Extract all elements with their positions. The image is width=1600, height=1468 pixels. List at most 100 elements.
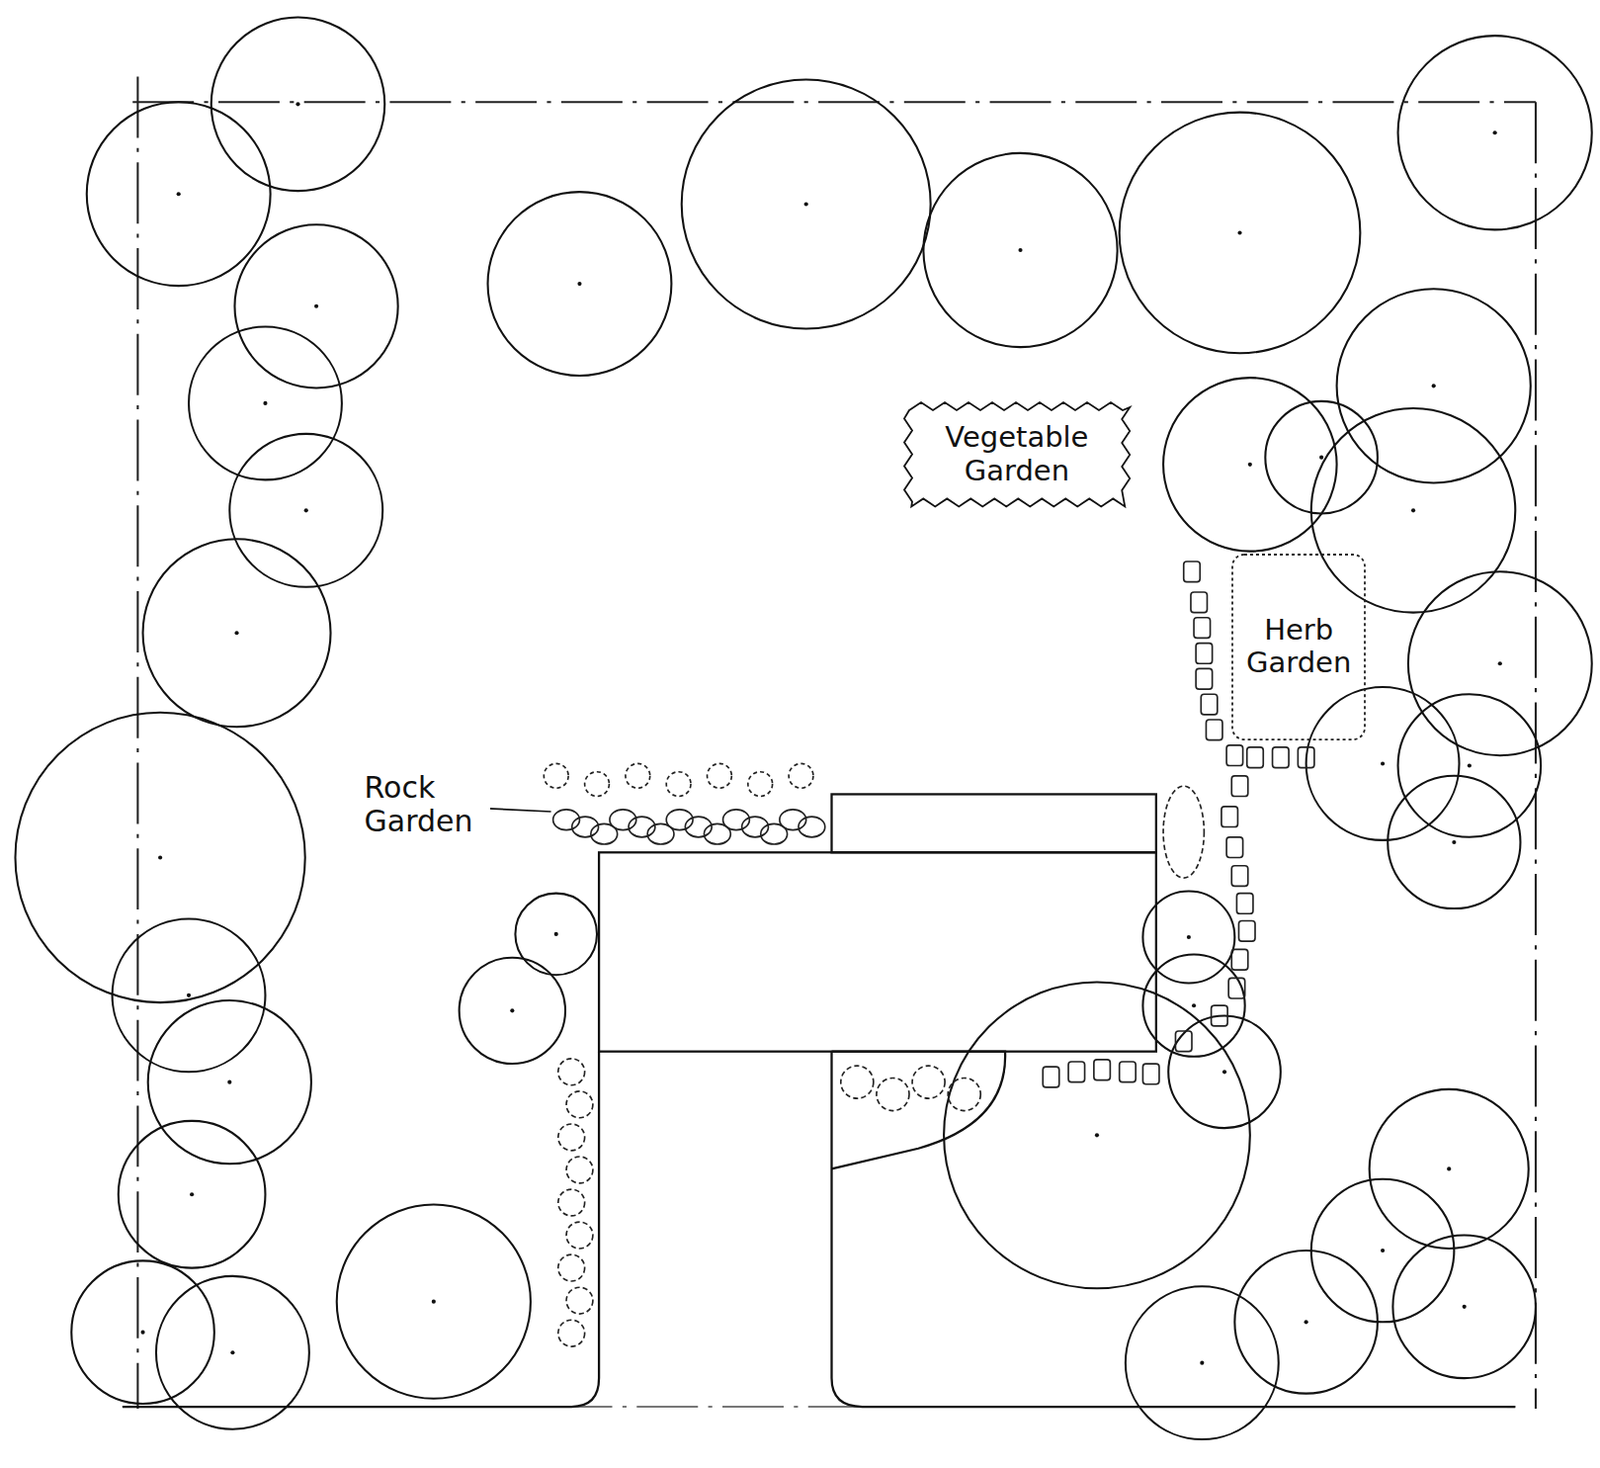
stepping-stone xyxy=(1142,1063,1160,1085)
tree-canopies xyxy=(14,17,1592,1440)
tree-canopy xyxy=(112,918,266,1072)
tree-trunk xyxy=(1431,383,1436,388)
stepping-stone xyxy=(1272,747,1290,768)
tree-canopy xyxy=(71,1260,215,1404)
tree-trunk xyxy=(1248,462,1253,467)
stepping-stone xyxy=(1226,745,1244,766)
tree-trunk xyxy=(1237,230,1242,235)
tree-trunk xyxy=(314,304,319,309)
shrub xyxy=(666,771,691,797)
shrub xyxy=(788,762,814,788)
shrub xyxy=(707,762,733,788)
tree-trunk xyxy=(262,401,267,406)
tree-canopy xyxy=(86,101,271,286)
tree-trunk xyxy=(1467,762,1472,767)
shrub xyxy=(748,771,773,797)
tree-trunk xyxy=(140,1330,145,1335)
shrub xyxy=(558,1254,586,1281)
tree-canopy xyxy=(229,433,383,588)
tree-trunk xyxy=(1222,1069,1227,1074)
tree-trunk xyxy=(1498,661,1503,666)
stepping-stone xyxy=(1195,643,1213,665)
tree-canopy xyxy=(514,893,597,976)
tree-trunk xyxy=(554,931,559,936)
tree-canopy xyxy=(1168,1015,1281,1129)
tree-canopy xyxy=(1337,288,1531,483)
tree-canopy xyxy=(234,224,398,388)
herb-garden-bed: Herb Garden xyxy=(1229,551,1368,743)
shrub xyxy=(912,1065,945,1098)
tree-trunk xyxy=(1191,1003,1196,1008)
property-line xyxy=(122,76,1536,1409)
tree-trunk xyxy=(230,1349,235,1354)
tree-trunk xyxy=(509,1008,514,1012)
tree-canopy xyxy=(14,712,305,1003)
stepping-stone xyxy=(1042,1066,1060,1088)
stepping-stone xyxy=(1094,1059,1111,1081)
tree-canopy xyxy=(1234,1250,1378,1394)
tree-trunk xyxy=(1017,248,1022,253)
bed-edge xyxy=(1232,554,1365,740)
shrub xyxy=(558,1188,586,1216)
shrub xyxy=(558,1123,586,1151)
tree-trunk xyxy=(1380,1248,1385,1253)
shrub xyxy=(566,1221,593,1249)
tree-canopy xyxy=(459,957,566,1064)
tree-trunk xyxy=(577,281,582,286)
tree-canopy xyxy=(1119,112,1361,354)
stepping-stone xyxy=(1226,837,1244,858)
tree-canopy xyxy=(1392,1235,1536,1379)
stepping-stone xyxy=(1183,561,1201,583)
tree-trunk xyxy=(1493,130,1498,135)
tree-trunk xyxy=(189,1191,194,1196)
tree-canopy xyxy=(1311,1178,1455,1323)
shrub xyxy=(566,1286,593,1314)
shrub xyxy=(566,1156,593,1183)
stepping-stone xyxy=(1231,865,1249,887)
tree-trunk xyxy=(186,993,191,998)
house-outline xyxy=(122,793,1516,1407)
stepping-stone xyxy=(1231,948,1249,970)
tree-canopy xyxy=(336,1204,531,1399)
stepping-stone xyxy=(1193,617,1211,639)
tree-canopy xyxy=(1142,954,1245,1057)
tree-trunk xyxy=(304,507,309,512)
tree-trunk xyxy=(1446,1166,1451,1171)
tree-canopy xyxy=(488,191,673,376)
bed-label: Herb Garden xyxy=(1244,613,1353,680)
shrub xyxy=(1163,785,1204,878)
leader-line xyxy=(488,808,552,812)
stepping-stone xyxy=(1205,719,1223,741)
shrub xyxy=(566,1091,593,1118)
tree-canopy xyxy=(211,17,386,192)
stepping-stone xyxy=(1119,1061,1137,1083)
shrubs-and-stones xyxy=(543,561,1315,1347)
stepping-stone xyxy=(1297,747,1315,768)
tree-canopy xyxy=(1163,377,1338,552)
stepping-stone xyxy=(1236,893,1254,915)
bed-label: Vegetable Garden xyxy=(927,421,1106,488)
stepping-stone xyxy=(1175,1030,1192,1052)
tree-trunk xyxy=(431,1299,436,1304)
tree-canopy xyxy=(118,1120,266,1268)
tree-canopy xyxy=(681,80,931,330)
tree-canopy xyxy=(1398,693,1542,838)
stepping-stone xyxy=(1190,591,1208,613)
stepping-stone xyxy=(1068,1061,1086,1083)
shrub xyxy=(947,1078,981,1111)
tree-canopy xyxy=(1125,1285,1279,1439)
tree-trunk xyxy=(804,201,809,206)
tree-canopy xyxy=(188,326,342,480)
tree-trunk xyxy=(227,1080,232,1085)
stepping-stone xyxy=(1231,775,1249,797)
tree-canopy xyxy=(1306,686,1460,841)
tree-canopy xyxy=(156,1275,310,1430)
tree-trunk xyxy=(295,101,300,106)
shrub xyxy=(625,762,651,788)
stepping-stone xyxy=(1247,747,1264,768)
stepping-stone xyxy=(1211,1005,1229,1026)
shrub xyxy=(558,1058,586,1086)
tree-trunk xyxy=(234,630,239,635)
tree-canopy xyxy=(1408,571,1593,756)
